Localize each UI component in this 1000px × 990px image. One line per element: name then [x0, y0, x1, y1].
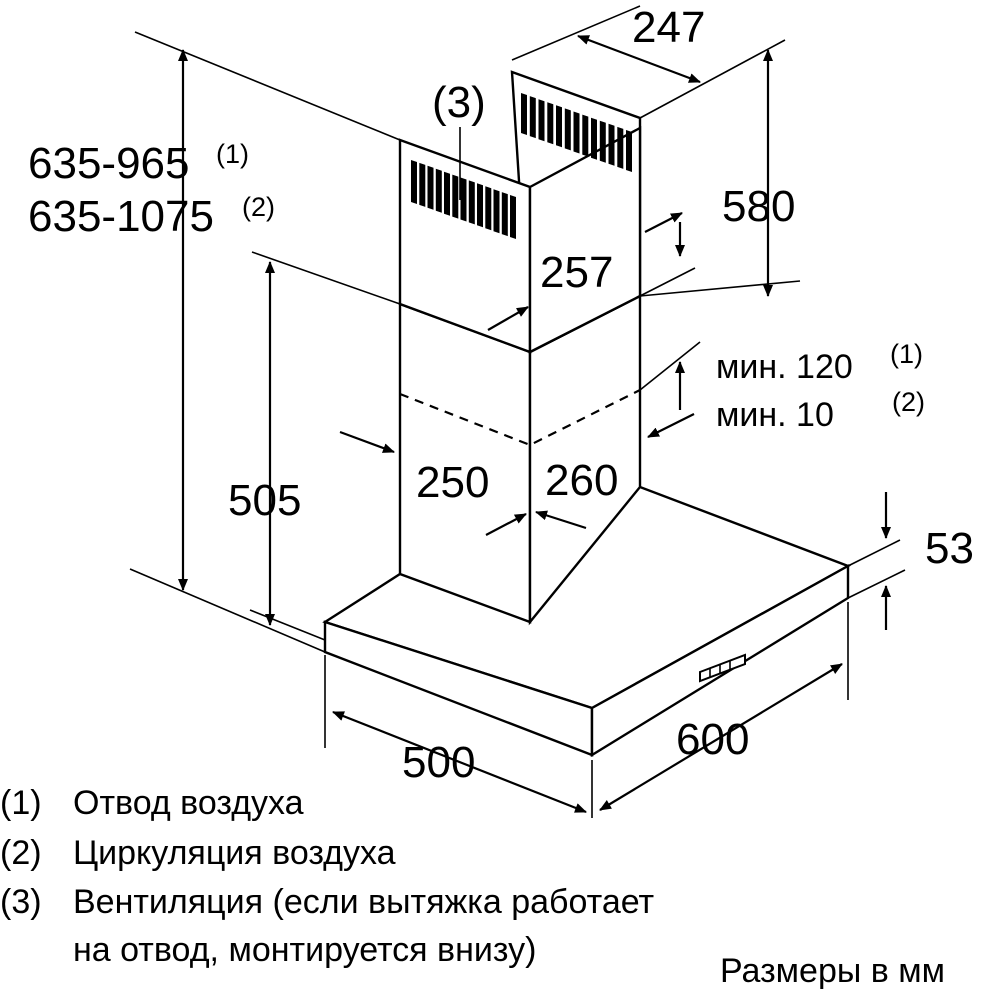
- marker-2-total: (2): [242, 192, 275, 222]
- dim-600: 600: [676, 715, 749, 764]
- grille-slat: [521, 93, 527, 135]
- legend-item-2-num: (2): [0, 834, 42, 872]
- grille-slat: [582, 114, 589, 157]
- grille-slat: [564, 108, 571, 151]
- grille-slat: [501, 192, 508, 237]
- legend-item-1-text: Отвод воздуха: [73, 784, 304, 822]
- dim-min-10: мин. 10: [716, 396, 834, 434]
- dim-580: 580: [722, 182, 795, 231]
- legend-item-3-text-line1: Вентиляция (если вытяжка работает: [73, 883, 654, 921]
- legend-item-3-text-line2: на отвод, монтируется внизу): [73, 931, 536, 969]
- grille-slat: [460, 177, 467, 222]
- width-260-arrow: [485, 513, 527, 536]
- grille-slat: [444, 171, 450, 216]
- dim-247: 247: [632, 3, 705, 52]
- depth-257-arrow: [487, 306, 529, 331]
- dim-min-120: мин. 120: [716, 348, 853, 386]
- marker-1-total: (1): [216, 139, 249, 169]
- grille-slat: [427, 165, 434, 210]
- dim-250: 250: [416, 458, 489, 507]
- dim-260: 260: [545, 456, 618, 505]
- dim-505: 505: [228, 476, 301, 525]
- grille-slat: [547, 102, 554, 145]
- grille-slat: [411, 160, 417, 204]
- grille-slat: [626, 130, 632, 172]
- canopy-depth-arrow: [332, 710, 587, 814]
- canopy-width-arrow: [599, 663, 843, 811]
- grille-slat: [591, 117, 597, 160]
- legend-item-3-num: (3): [0, 883, 42, 921]
- marker-3-grille: (3): [432, 78, 486, 127]
- grille-slat: [452, 174, 459, 219]
- grille-slat: [419, 162, 426, 207]
- ventilation-grille-front: [411, 160, 516, 239]
- extension-lines: [129, 5, 906, 818]
- marker-1-min: (1): [890, 339, 923, 369]
- dim-total-height-1: 635-965: [28, 139, 189, 188]
- hood-outline: [322, 70, 851, 758]
- grille-slat: [608, 123, 615, 166]
- grille-slat: [477, 183, 483, 228]
- units-note: Размеры в мм: [720, 952, 945, 990]
- grille-slat: [485, 186, 492, 231]
- grille-slat: [468, 180, 475, 225]
- grille-slat: [529, 96, 536, 139]
- grille-slat: [493, 189, 500, 234]
- grille-slat: [573, 111, 580, 154]
- dimension-labels: 247 580 257 250 260 505 635-965 (1) 635-…: [28, 3, 974, 787]
- ventilation-grille-back: [521, 93, 632, 172]
- legend-item-2-text: Циркуляция воздуха: [73, 834, 396, 872]
- grille-slat: [599, 120, 606, 163]
- legend: (1) Отвод воздуха (2) Циркуляция воздуха…: [0, 784, 654, 969]
- dim-257: 257: [540, 248, 613, 297]
- dim-total-height-2: 635-1075: [28, 192, 214, 241]
- depth-250-arrow: [339, 430, 395, 454]
- grille-slat: [617, 126, 624, 169]
- dim-53: 53: [925, 524, 974, 573]
- grille-slat: [435, 168, 442, 213]
- marker-2-min: (2): [892, 387, 925, 417]
- grille-slat: [510, 195, 516, 239]
- grille-slat: [556, 105, 562, 148]
- dimension-arrows: [178, 34, 891, 814]
- top-width-arrow: [577, 34, 701, 84]
- dim-500: 500: [402, 738, 475, 787]
- legend-item-1-num: (1): [0, 784, 42, 822]
- grille-slat: [538, 99, 545, 142]
